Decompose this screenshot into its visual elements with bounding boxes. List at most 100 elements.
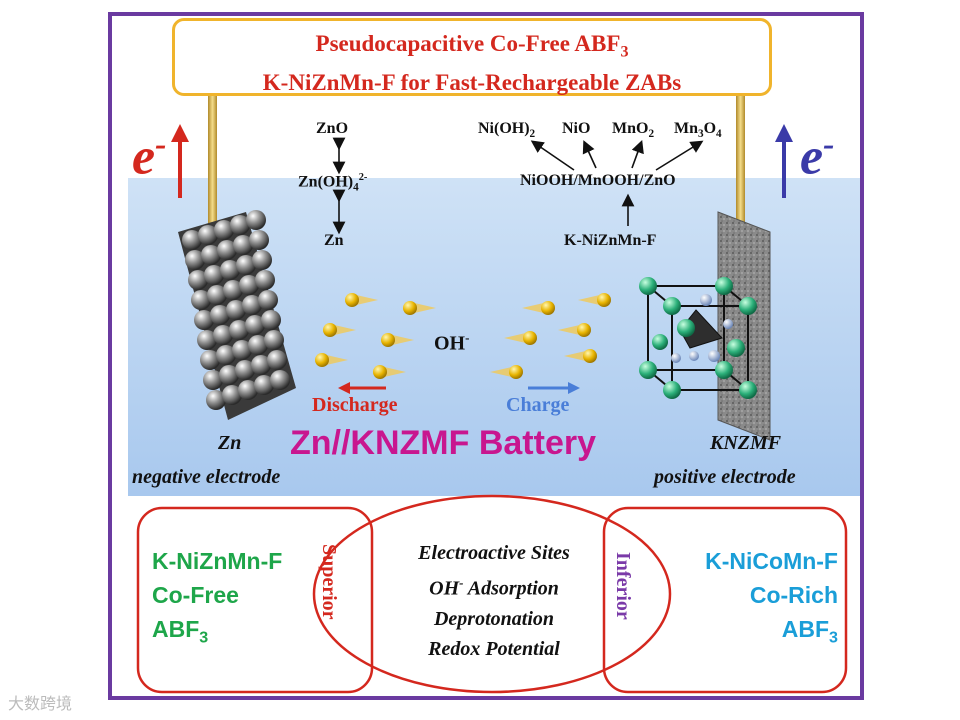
ion-tail bbox=[504, 332, 530, 344]
ion-tail bbox=[522, 302, 548, 314]
zn-sphere bbox=[203, 370, 223, 390]
electron-right-label: e- bbox=[800, 126, 835, 186]
ion-tail bbox=[352, 294, 378, 306]
ion-tail bbox=[322, 354, 348, 366]
zn-sphere bbox=[204, 265, 224, 285]
center-ellipse bbox=[312, 494, 672, 694]
hydroxide-ion bbox=[373, 365, 387, 379]
discharge-arrowhead bbox=[338, 382, 350, 394]
zn-sphere bbox=[270, 370, 290, 390]
ion-tail bbox=[330, 324, 356, 336]
hydroxide-ion bbox=[583, 349, 597, 363]
ion-tail bbox=[490, 366, 516, 378]
zn-sphere bbox=[248, 335, 268, 355]
zn-sphere bbox=[230, 215, 250, 235]
zn-sphere bbox=[219, 365, 239, 385]
title-box: Pseudocapacitive Co-Free ABF3 K-NiZnMn-F… bbox=[172, 18, 772, 96]
precursor-label: K-NiZnMn-F bbox=[564, 232, 657, 249]
ion-tail bbox=[380, 366, 406, 378]
zn-sphere bbox=[217, 240, 237, 260]
zn-sphere bbox=[246, 210, 266, 230]
zn-sphere bbox=[213, 325, 233, 345]
electron-right-arrowhead bbox=[775, 124, 793, 142]
zn-sphere bbox=[238, 380, 258, 400]
hydroxide-ion bbox=[541, 301, 555, 315]
zn-sphere bbox=[194, 310, 214, 330]
zn-sphere bbox=[251, 355, 271, 375]
right-card-border bbox=[602, 506, 848, 694]
hydroxide-ion bbox=[523, 331, 537, 345]
zn-sphere bbox=[254, 375, 274, 395]
zn-sphere bbox=[185, 250, 205, 270]
zn-sphere bbox=[223, 280, 243, 300]
zn-sphere bbox=[220, 260, 240, 280]
zn-sphere bbox=[235, 360, 255, 380]
ion-tail bbox=[558, 324, 584, 336]
knzmf-electrode bbox=[717, 211, 771, 441]
mn3o4-label: Mn3O4 bbox=[674, 120, 722, 141]
ion-tail bbox=[410, 302, 436, 314]
right-card-line2: Co-Rich bbox=[749, 582, 838, 608]
zn-sphere bbox=[264, 330, 284, 350]
left-card-text: K-NiZnMn-F Co-Free ABF3 bbox=[152, 544, 282, 655]
zn-sphere bbox=[197, 330, 217, 350]
hydroxide-ion bbox=[315, 353, 329, 367]
nio-label: NiO bbox=[562, 120, 591, 137]
zn-sphere bbox=[261, 310, 281, 330]
zincate-label: Zn(OH)42- bbox=[298, 172, 368, 194]
zn-sphere bbox=[182, 230, 202, 250]
zno-label: ZnO bbox=[316, 120, 349, 137]
zn-sphere bbox=[233, 235, 253, 255]
left-current-collector bbox=[208, 96, 217, 226]
hydroxide-ion bbox=[403, 301, 417, 315]
positive-electrode-name: KNZMF bbox=[710, 432, 782, 454]
zn-sphere bbox=[207, 285, 227, 305]
criterion-oh-adsorption: OH- Adsorption bbox=[429, 575, 559, 600]
comparison-criteria: Electroactive Sites OH- Adsorption Depro… bbox=[386, 538, 602, 664]
zn-sphere bbox=[206, 390, 226, 410]
zn-sphere bbox=[198, 225, 218, 245]
hydroxide-ion bbox=[597, 293, 611, 307]
title-line1: Pseudocapacitive Co-Free ABF3 bbox=[315, 31, 629, 61]
zn-electrode bbox=[178, 210, 296, 420]
zn-sphere bbox=[255, 270, 275, 290]
right-card-line3: ABF3 bbox=[781, 616, 838, 647]
superior-label: Superior bbox=[318, 544, 340, 620]
right-card-text: K-NiCoMn-F Co-Rich ABF3 bbox=[652, 544, 838, 655]
hydroxide-ions bbox=[315, 293, 611, 379]
watermark: 大数跨境 bbox=[8, 694, 73, 713]
electron-left-label: e- bbox=[132, 126, 167, 186]
zn-sphere bbox=[245, 315, 265, 335]
ion-tail bbox=[388, 334, 414, 346]
ion-tail bbox=[578, 294, 604, 306]
zn-sphere bbox=[201, 245, 221, 265]
crystal-atoms bbox=[639, 277, 757, 399]
zn-sphere bbox=[267, 350, 287, 370]
hydroxide-ion bbox=[381, 333, 395, 347]
zn-sphere bbox=[232, 340, 252, 360]
hydroxide-ion bbox=[345, 293, 359, 307]
zn-sphere bbox=[242, 295, 262, 315]
cathode-reaction-arrows bbox=[530, 139, 704, 226]
zn-sphere bbox=[226, 300, 246, 320]
zn-sphere bbox=[249, 230, 269, 250]
negative-electrode-desc: negative electrode bbox=[132, 466, 281, 488]
title-line2: K-NiZnMn-F for Fast-Rechargeable ZABs bbox=[262, 69, 682, 95]
charge-arrowhead bbox=[568, 382, 580, 394]
criterion-deprotonation: Deprotonation bbox=[433, 607, 555, 630]
electron-left-arrowhead bbox=[171, 124, 189, 142]
left-card-line2: Co-Free bbox=[152, 582, 239, 608]
battery-title: Zn//KNZMF Battery bbox=[290, 424, 596, 462]
criterion-electroactive-sites: Electroactive Sites bbox=[418, 542, 570, 564]
zn-sphere bbox=[200, 350, 220, 370]
mno2-label: MnO2 bbox=[612, 120, 655, 141]
right-card-line1: K-NiCoMn-F bbox=[705, 548, 838, 574]
left-card-line3: ABF3 bbox=[152, 616, 209, 647]
zn-sphere bbox=[239, 275, 259, 295]
hydroxide-ion bbox=[509, 365, 523, 379]
discharge-label: Discharge bbox=[312, 394, 398, 416]
zn-sphere bbox=[252, 250, 272, 270]
positive-electrode-desc: positive electrode bbox=[654, 466, 796, 488]
outer-frame bbox=[108, 12, 864, 700]
